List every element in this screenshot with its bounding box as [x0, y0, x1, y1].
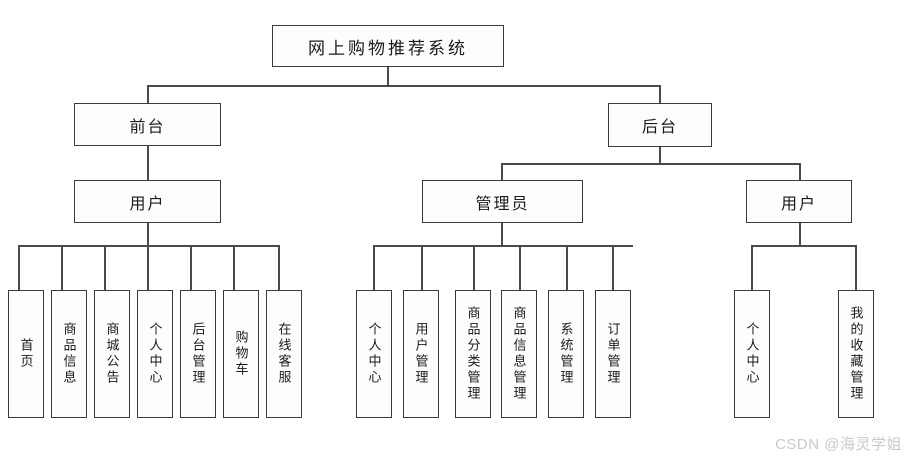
connector-root-to-backend: [659, 85, 661, 103]
connector-admin-bus: [373, 245, 633, 247]
node-frontend-user[interactable]: 用户: [74, 180, 221, 223]
node-admin-module-user-management[interactable]: 用户管理: [403, 290, 439, 418]
node-admin-module-personal-center[interactable]: 个人中心: [356, 290, 392, 418]
node-backend-user-module-my-favorites-management[interactable]: 我的收藏管理: [838, 290, 874, 418]
node-backend[interactable]: 后台: [608, 103, 712, 147]
node-admin-module-product-category-management[interactable]: 商品分类管理: [455, 290, 491, 418]
node-frontend-module-product-info[interactable]: 商品信息: [51, 290, 87, 418]
connector-frontend-drop-4: [190, 245, 192, 290]
connector-backend-to-admin: [501, 163, 503, 180]
watermark-label: CSDN @海灵学姐: [775, 436, 902, 453]
node-root-system[interactable]: 网上购物推荐系统: [272, 25, 504, 67]
connector-frontend-drop-3: [147, 245, 149, 290]
connector-admin-drop-1: [421, 245, 423, 290]
connector-admin-drop-0: [373, 245, 375, 290]
connector-frontend-drop-0: [18, 245, 20, 290]
connector-admin-stem: [501, 223, 503, 245]
connector-admin-drop-2: [473, 245, 475, 290]
connector-backend-user-drop-1: [855, 245, 857, 290]
connector-frontend-drop-6: [278, 245, 280, 290]
connector-root-stem: [387, 67, 389, 85]
node-frontend-module-shopping-cart[interactable]: 购物车: [223, 290, 259, 418]
node-admin-module-order-management[interactable]: 订单管理: [595, 290, 631, 418]
node-frontend-module-online-service[interactable]: 在线客服: [266, 290, 302, 418]
connector-backend-to-user: [799, 163, 801, 180]
connector-backend-user-bus: [751, 245, 856, 247]
connector-root-to-frontend: [147, 85, 149, 103]
connector-backend-user-drop-0: [751, 245, 753, 290]
node-backend-user-module-personal-center[interactable]: 个人中心: [734, 290, 770, 418]
node-admin-module-system-management[interactable]: 系统管理: [548, 290, 584, 418]
connector-frontend-drop-2: [104, 245, 106, 290]
connector-admin-drop-4: [566, 245, 568, 290]
connector-frontend-bus: [18, 245, 279, 247]
node-frontend-module-mall-notice[interactable]: 商城公告: [94, 290, 130, 418]
connector-backend-user-stem: [799, 223, 801, 245]
connector-backend-stem: [659, 147, 661, 163]
connector-admin-drop-5: [612, 245, 614, 290]
connector-frontend-drop-1: [61, 245, 63, 290]
node-admin-module-product-info-management[interactable]: 商品信息管理: [501, 290, 537, 418]
node-frontend-module-backend-admin[interactable]: 后台管理: [180, 290, 216, 418]
connector-frontend-drop-5: [233, 245, 235, 290]
node-frontend[interactable]: 前台: [74, 103, 221, 146]
connector-frontend-to-user: [147, 146, 149, 180]
connector-root-bus: [147, 85, 661, 87]
node-frontend-module-personal-center[interactable]: 个人中心: [137, 290, 173, 418]
node-backend-admin[interactable]: 管理员: [422, 180, 583, 223]
connector-backend-bus: [501, 163, 800, 165]
node-frontend-module-home[interactable]: 首页: [8, 290, 44, 418]
connector-frontend-user-stem: [147, 223, 149, 245]
connector-admin-drop-3: [519, 245, 521, 290]
node-backend-user[interactable]: 用户: [746, 180, 852, 223]
